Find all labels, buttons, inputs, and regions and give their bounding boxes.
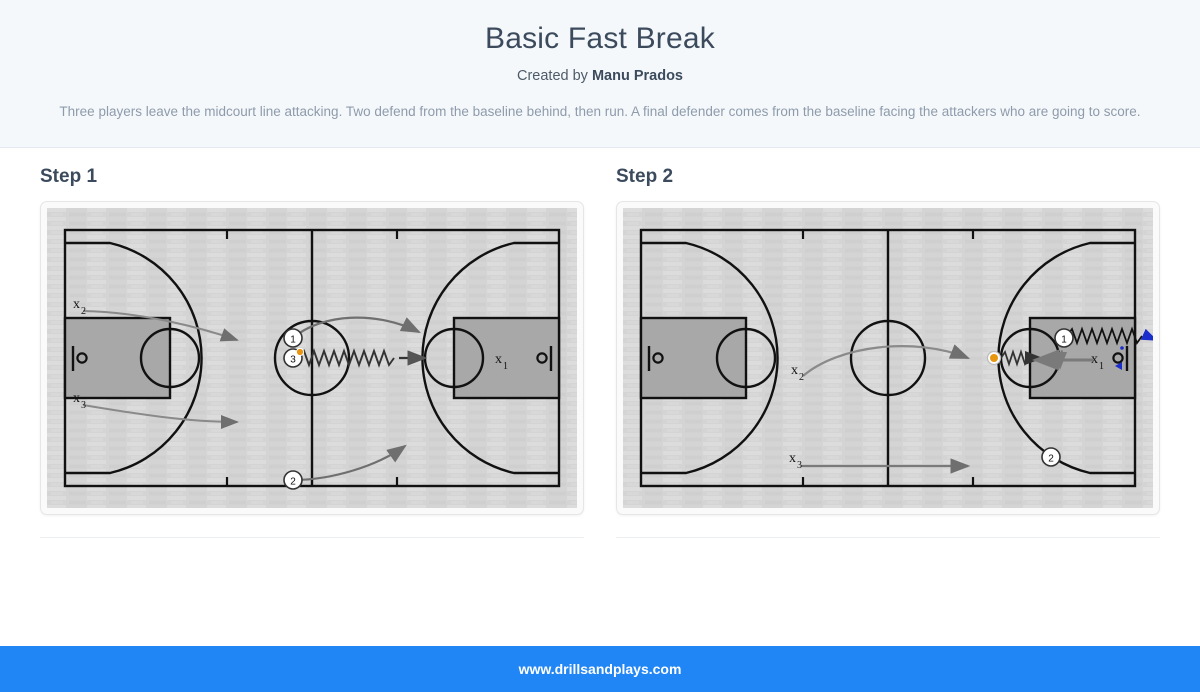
defender-x1: x 1 xyxy=(495,352,508,372)
defender-x2-label: x xyxy=(791,363,798,378)
left-three-point-line xyxy=(641,241,779,475)
movement-x2-run xyxy=(82,310,239,342)
player-3-label: 3 xyxy=(290,355,296,366)
author-name: Manu Prados xyxy=(591,68,683,84)
ball-marker xyxy=(986,350,1002,366)
step-2-title: Step 2 xyxy=(616,166,674,187)
site-url-link[interactable]: www.drillsandplays.com xyxy=(518,661,682,677)
left-free-throw-circle xyxy=(715,327,777,389)
steps-container: Step 1 xyxy=(0,148,1200,538)
byline: Created by Manu Prados xyxy=(40,68,1160,84)
right-hoop xyxy=(536,352,548,364)
play-description: Three players leave the midcourt line at… xyxy=(59,104,1141,119)
player-1-marker[interactable]: 1 xyxy=(283,328,303,348)
site-footer: www.drillsandplays.com xyxy=(0,646,1200,692)
step-2-court-card[interactable]: x 2 x 3 x 1 xyxy=(616,201,1160,515)
left-free-throw-circle xyxy=(139,327,201,389)
defender-x1: x 1 xyxy=(1091,352,1104,372)
page-title: Basic Fast Break xyxy=(485,22,715,55)
defender-x1-label: x xyxy=(495,352,502,367)
player-1-label: 1 xyxy=(290,335,296,346)
movement-blue-finish xyxy=(1115,346,1124,370)
step-1-divider xyxy=(40,537,584,538)
player-2-label: 2 xyxy=(1048,454,1054,465)
step-1: Step 1 xyxy=(40,166,584,538)
defender-x2: x 2 xyxy=(791,363,804,383)
defender-x1-sub: 1 xyxy=(1099,361,1104,372)
movement-player-1-run xyxy=(292,316,421,339)
defender-x2-sub: 2 xyxy=(799,372,804,383)
left-hoop xyxy=(76,352,88,364)
defender-x2-label: x xyxy=(73,297,80,312)
player-1-label: 1 xyxy=(1061,335,1067,346)
defender-x2-sub: 2 xyxy=(81,306,86,317)
step-1-court-diagram[interactable]: x 2 x 3 x 1 1 xyxy=(47,208,577,508)
defender-x2: x 2 xyxy=(73,297,86,317)
player-2-marker[interactable]: 2 xyxy=(283,470,303,490)
byline-prefix: Created by xyxy=(516,68,592,84)
movement-x2-run xyxy=(802,344,971,377)
left-paint xyxy=(63,316,172,400)
left-three-point-line xyxy=(65,241,203,475)
left-half-court xyxy=(639,241,779,475)
step-2: Step 2 xyxy=(616,166,1160,538)
left-half-court xyxy=(63,241,203,475)
player-3-marker[interactable]: 3 xyxy=(283,347,305,368)
defender-x3-sub: 3 xyxy=(797,460,802,471)
player-2-label: 2 xyxy=(290,477,296,488)
left-paint xyxy=(639,316,748,400)
defender-x1-label: x xyxy=(1091,352,1098,367)
left-hoop xyxy=(652,352,664,364)
movement-player-3-dribble xyxy=(298,348,428,368)
right-hoop xyxy=(1112,352,1124,364)
defender-x3: x 3 xyxy=(789,451,802,471)
step-2-court-diagram[interactable]: x 2 x 3 x 1 xyxy=(623,208,1153,508)
ball-icon xyxy=(295,347,305,357)
step-1-court-card[interactable]: x 2 x 3 x 1 1 xyxy=(40,201,584,515)
movement-player-1-drive xyxy=(1066,326,1153,346)
step-1-title: Step 1 xyxy=(40,166,98,187)
play-header: Basic Fast Break Created by Manu Prados … xyxy=(0,0,1200,148)
defender-x1-sub: 1 xyxy=(503,361,508,372)
hash-marks xyxy=(801,230,975,486)
step-2-divider xyxy=(616,537,1160,538)
hash-marks xyxy=(225,230,399,486)
defender-x3-label: x xyxy=(73,391,80,406)
movement-x3-run xyxy=(82,404,239,429)
player-2-marker[interactable]: 2 xyxy=(1041,447,1061,467)
movement-player-2-run xyxy=(292,444,407,482)
defender-x3: x 3 xyxy=(73,391,86,411)
defender-x3-label: x xyxy=(789,451,796,466)
right-paint xyxy=(452,316,561,400)
defender-x3-sub: 3 xyxy=(81,400,86,411)
player-1-marker[interactable]: 1 xyxy=(1054,328,1074,348)
